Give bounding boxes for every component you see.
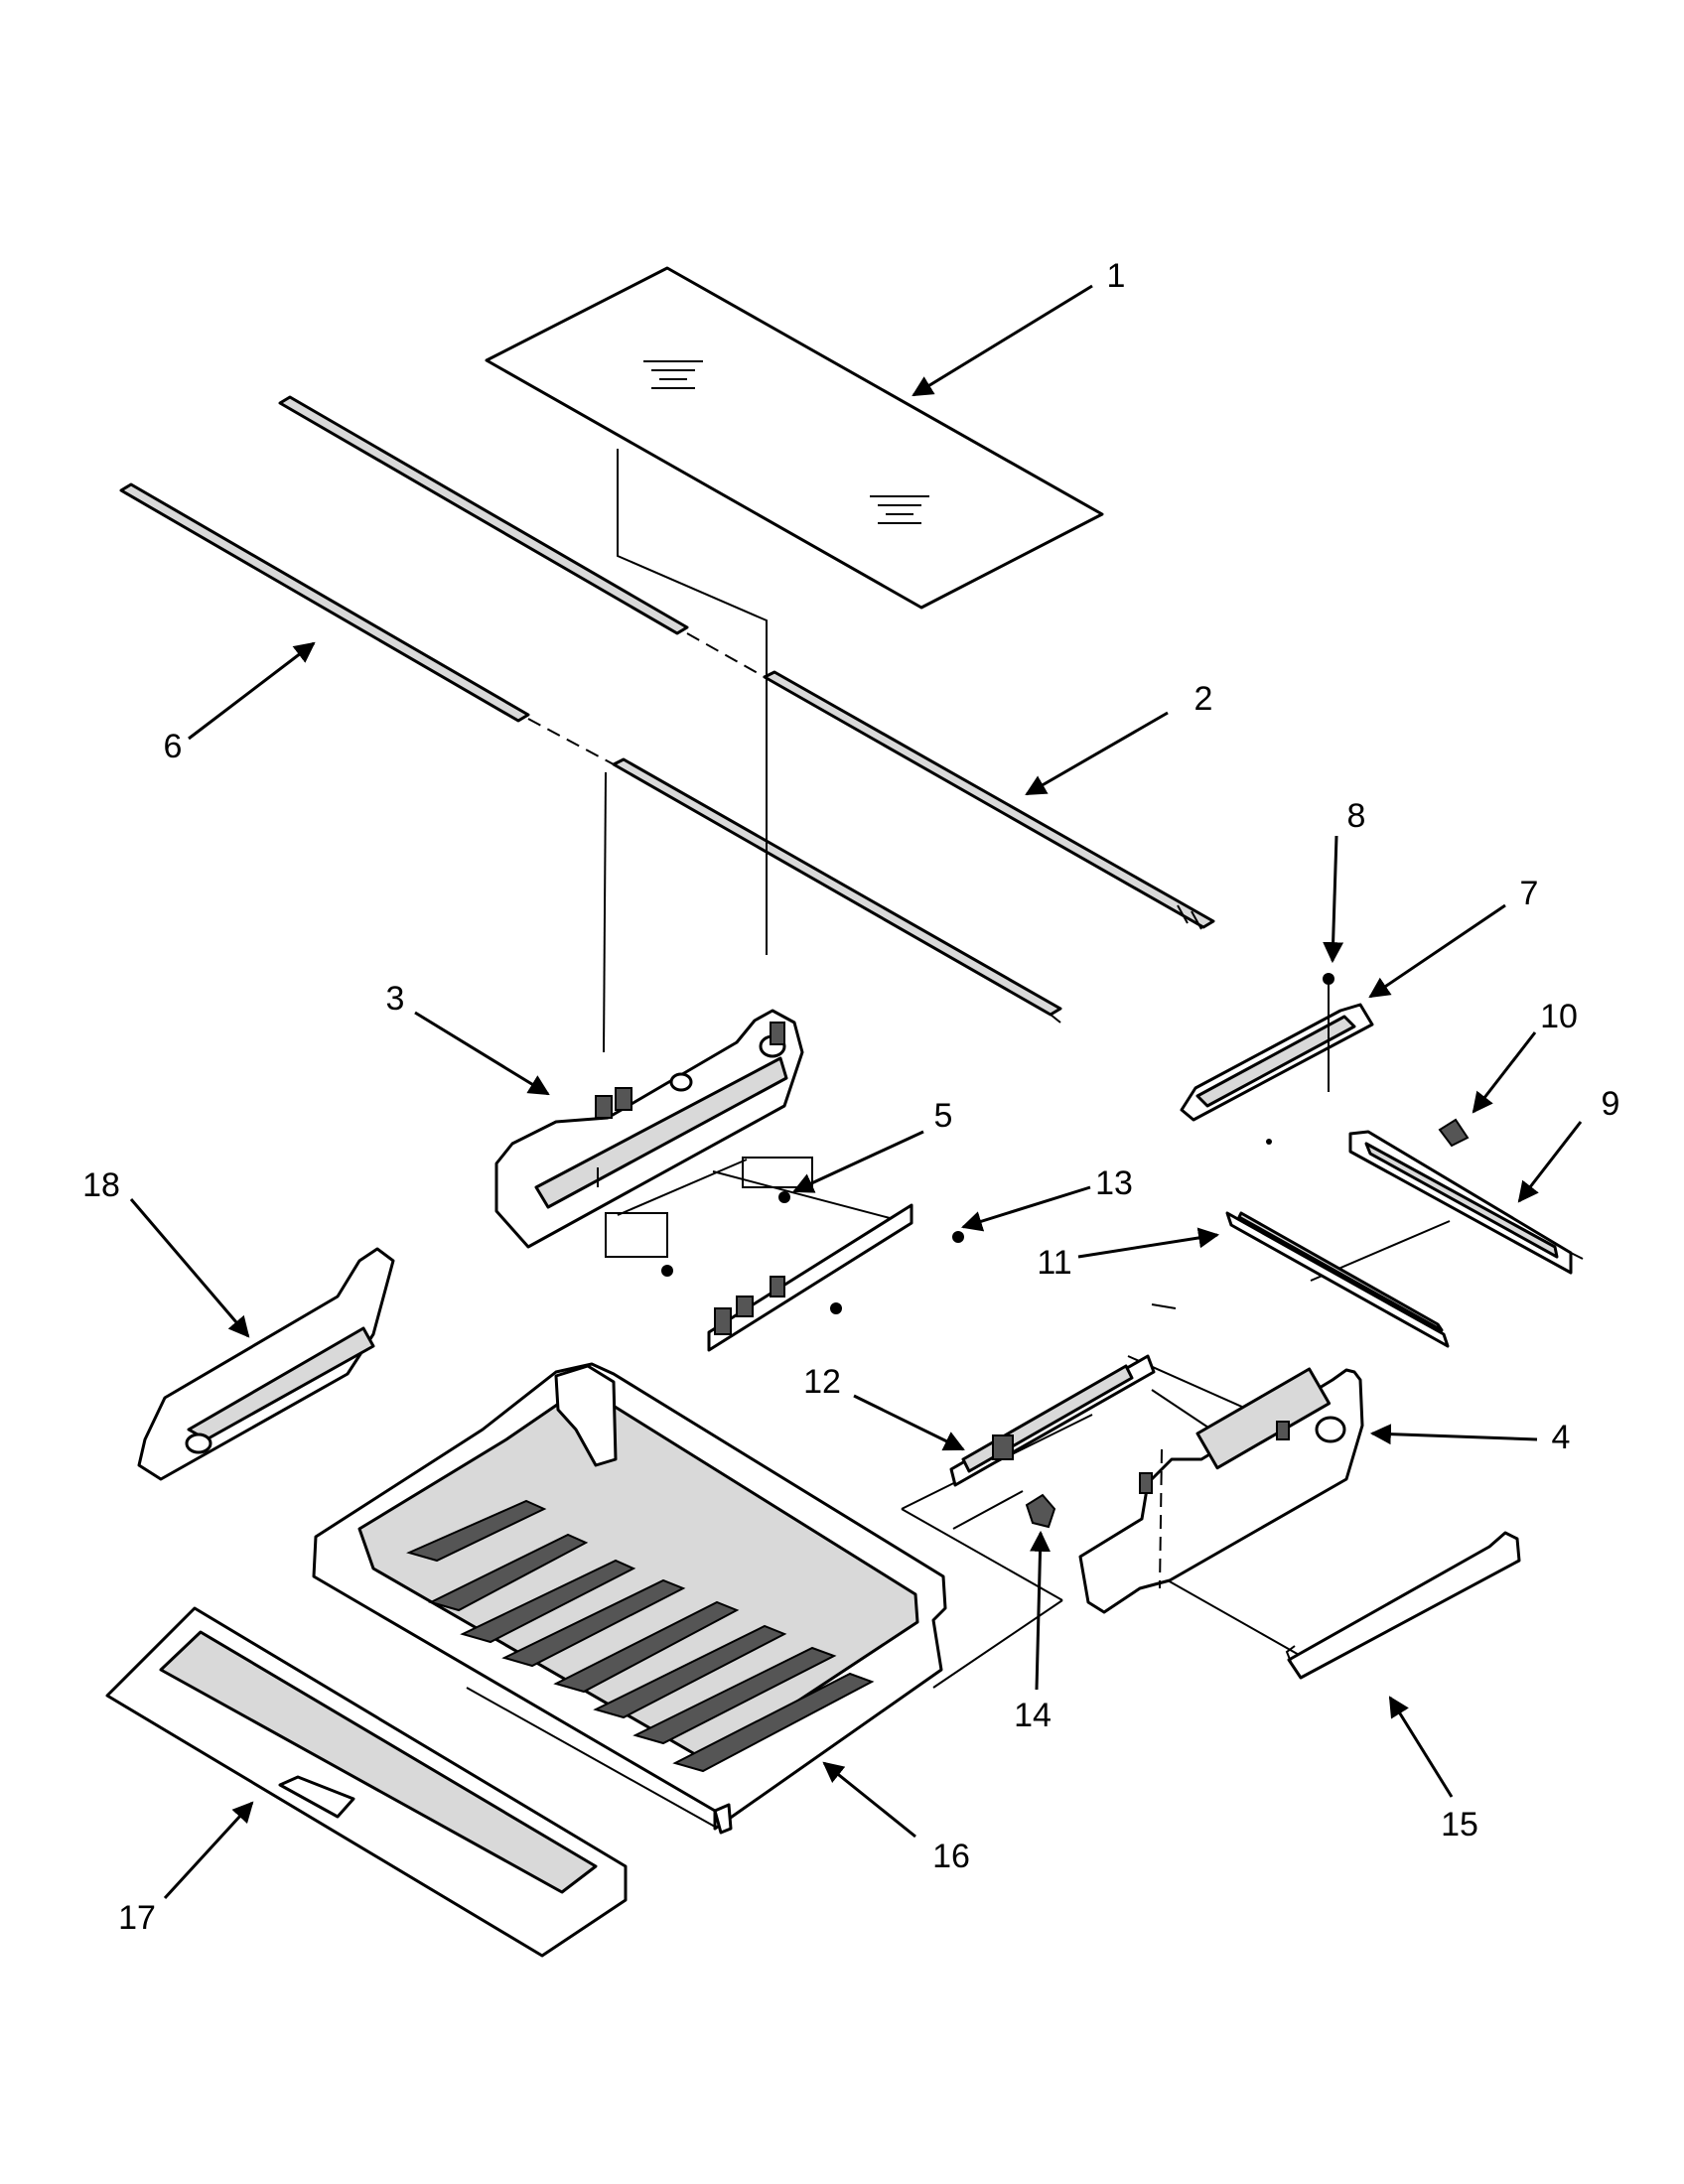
callout-10: 10 [1540,998,1578,1035]
leader-14 [1030,1530,1052,1691]
callout-7: 7 [1520,875,1539,912]
part-10-bumper [1438,1118,1470,1148]
callout-12: 12 [803,1363,841,1401]
callout-9: 9 [1602,1085,1620,1123]
callout-5: 5 [934,1097,953,1135]
leader-12 [853,1394,965,1451]
part-15-lever [1285,1531,1521,1680]
part-17-drawer-front [105,1606,628,1958]
leader-9 [1517,1121,1583,1203]
part-12-slide-rail [949,1354,1156,1487]
shelf-logo-right [870,495,929,524]
screws [605,1157,964,1314]
callout-16: 16 [932,1838,970,1875]
leader-15 [1388,1696,1454,1798]
part-13-screw [952,1231,964,1243]
leader-13 [960,1185,1091,1232]
part-1-glass-shelf [485,266,1104,610]
callout-4: 4 [1552,1419,1571,1456]
leader-18 [129,1198,250,1338]
leader-1 [912,284,1093,397]
leader-4 [1369,1424,1538,1445]
leader-6 [188,641,316,741]
leader-8 [1323,835,1344,964]
callout-6: 6 [164,728,183,765]
part-14-clip [1025,1493,1056,1529]
part-2-right-rail [278,395,1215,930]
callout-18: 18 [82,1166,120,1204]
part-5-screw [742,1157,813,1203]
leaders [129,284,1583,1900]
leader-3 [414,1011,550,1096]
part-6-left-rail [119,482,1062,1024]
left-slide-rail [707,1203,913,1352]
part-11-middle-rail [1225,1211,1450,1348]
leader-10 [1472,1031,1537,1114]
part-3-left-bracket [494,1009,804,1249]
leader-2 [1025,711,1169,796]
drawer-ribs [406,1499,875,1773]
callout-3: 3 [386,980,405,1018]
part-7-top-bracket [1180,1003,1374,1122]
part-9-right-rail [1348,1130,1584,1275]
leader-5 [792,1130,924,1193]
callout-15: 15 [1441,1806,1478,1843]
callout-14: 14 [1014,1697,1052,1734]
callout-11: 11 [1037,1244,1071,1282]
callout-13: 13 [1095,1164,1133,1202]
part-18-left-trim [137,1247,395,1481]
part-8-screw [1266,973,1334,1145]
callout-2: 2 [1194,680,1213,718]
callout-labels: 1 2 3 4 5 6 7 8 9 10 11 12 13 14 15 16 1… [82,257,1619,1937]
leader-7 [1368,903,1506,999]
part-16-drawer [312,1362,947,1835]
callout-17: 17 [118,1899,156,1937]
part-4-right-bracket [1078,1367,1364,1614]
callout-1: 1 [1107,257,1126,295]
leader-16 [822,1761,916,1839]
shelf-logo-left [643,360,703,389]
leader-11 [1077,1227,1220,1259]
leader-17 [163,1801,254,1900]
callout-8: 8 [1347,797,1366,835]
